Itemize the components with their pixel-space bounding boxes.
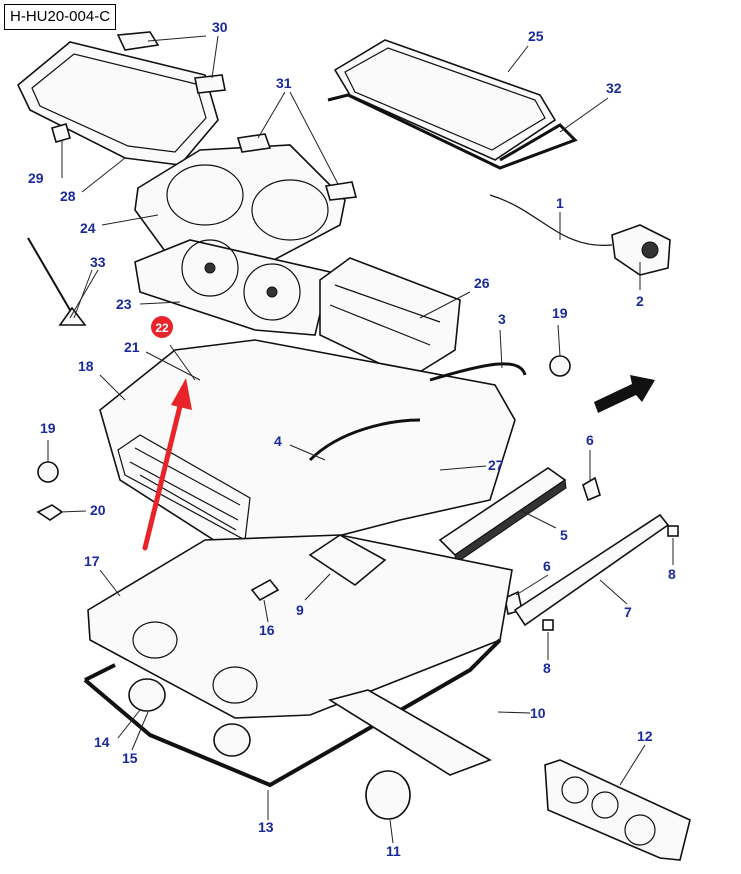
label-21: 21 <box>124 339 140 355</box>
label-5: 5 <box>560 527 568 543</box>
label-6-lower: 6 <box>543 558 551 574</box>
label-11: 11 <box>386 843 401 859</box>
label-2: 2 <box>636 293 644 309</box>
label-27: 27 <box>488 457 504 473</box>
part-14-15-vents <box>128 678 251 757</box>
label-8-upper: 8 <box>668 566 676 582</box>
part-10-vent-duct <box>328 689 492 776</box>
part-1-cable <box>489 194 613 246</box>
part-8-nut-lower <box>542 619 554 631</box>
part-13-seal <box>83 638 502 788</box>
label-10: 10 <box>530 705 546 721</box>
direction-arrow-icon <box>594 375 655 413</box>
part-19-grommet-right <box>549 355 571 377</box>
label-28: 28 <box>60 188 76 204</box>
part-16-block <box>250 578 280 602</box>
part-30-hinge-plates <box>116 31 226 94</box>
highlight-arrow-icon <box>142 378 192 551</box>
label-8-lower: 8 <box>543 660 551 676</box>
part-5-filter <box>438 467 567 564</box>
label-24: 24 <box>80 220 96 236</box>
label-15: 15 <box>122 750 138 766</box>
label-19-right: 19 <box>552 305 568 321</box>
label-32: 32 <box>606 80 622 96</box>
part-24-frame <box>134 144 346 263</box>
part-29-clip <box>51 123 71 143</box>
part-18-roof-housing <box>99 339 516 561</box>
part-6-bracket-upper <box>582 476 601 502</box>
highlight-badge-label: 22 <box>155 321 169 335</box>
label-6-upper: 6 <box>586 432 594 448</box>
label-4: 4 <box>274 433 282 449</box>
part-17-lower-housing <box>87 534 513 719</box>
label-25: 25 <box>528 28 544 44</box>
label-12: 12 <box>637 728 653 744</box>
part-28-hatch-cover <box>17 41 219 166</box>
part-labels: 30 25 31 32 29 28 1 24 33 26 2 23 19 3 2… <box>28 19 676 859</box>
part-11-cover <box>365 770 411 820</box>
label-31: 31 <box>276 75 292 91</box>
part-8-nut-upper <box>667 525 679 537</box>
leader-lines <box>47 35 674 844</box>
label-23: 23 <box>116 296 132 312</box>
label-18: 18 <box>78 358 94 374</box>
part-33-antenna <box>27 237 87 326</box>
part-7-bar <box>513 513 670 627</box>
part-12-control-panel <box>544 759 691 861</box>
part-4-hose <box>308 418 421 462</box>
label-7: 7 <box>624 604 632 620</box>
label-9: 9 <box>296 602 304 618</box>
label-3: 3 <box>498 311 506 327</box>
part-20-clip <box>36 504 64 521</box>
part-32-seal <box>327 93 578 170</box>
diagram-code: H-HU20-004-C <box>4 4 117 30</box>
label-30: 30 <box>212 19 228 35</box>
label-1: 1 <box>556 195 564 211</box>
label-17: 17 <box>84 553 100 569</box>
label-20: 20 <box>90 502 106 518</box>
part-31-plates <box>236 133 358 201</box>
label-33: 33 <box>90 254 106 270</box>
label-16: 16 <box>259 622 275 638</box>
part-2-control-unit <box>611 224 671 276</box>
label-29: 29 <box>28 170 44 186</box>
part-9-grille <box>308 534 387 586</box>
part-3-hose <box>429 362 527 382</box>
highlight-badge: 22 <box>151 316 173 338</box>
label-14: 14 <box>94 734 110 750</box>
part-26-evaporator <box>319 257 461 379</box>
part-23-fan-assembly <box>134 239 331 336</box>
part-19-grommet-left <box>37 461 59 483</box>
label-26: 26 <box>474 275 490 291</box>
label-19-left: 19 <box>40 420 56 436</box>
label-13: 13 <box>258 819 274 835</box>
